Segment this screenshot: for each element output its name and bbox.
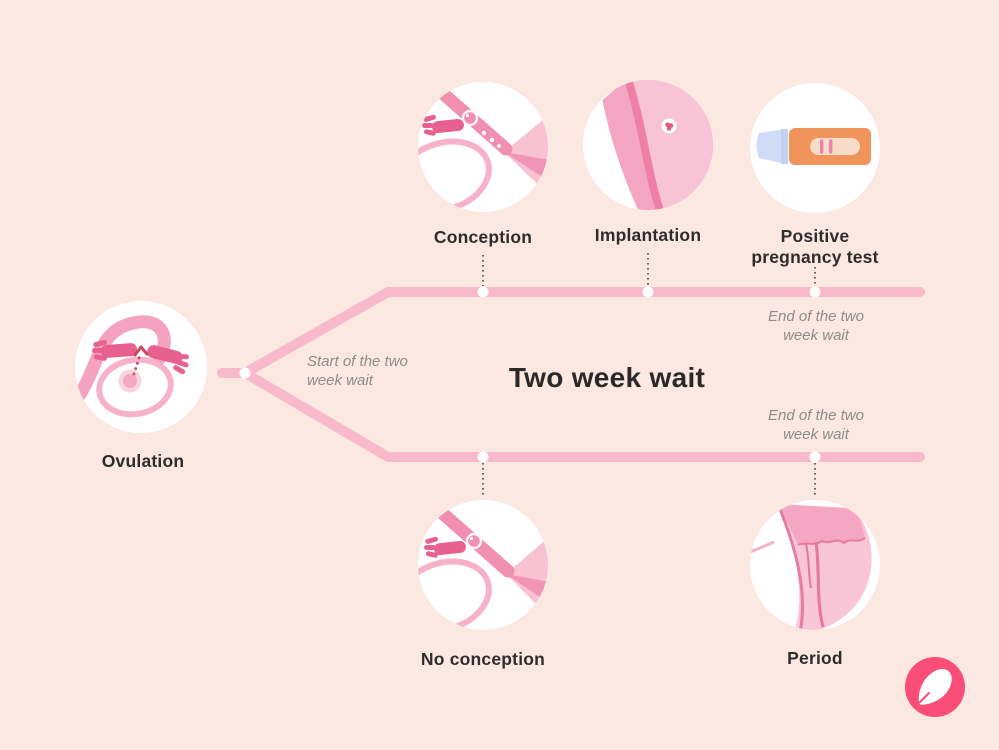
embryo-in-uterine-wall-icon	[583, 80, 713, 210]
start-of-wait-note: Start of the two week wait	[307, 353, 408, 389]
timeline-branch-lines	[217, 287, 925, 462]
end-of-wait-note-top: End of the two week wait	[768, 308, 864, 344]
timeline-milestone-dots	[239, 286, 821, 463]
no-conception-label: No conception	[420, 649, 546, 669]
ovulation-circle	[75, 301, 207, 433]
page-title: Two week wait	[508, 362, 706, 393]
conception-circle	[418, 82, 548, 212]
positive-test-label: Positive pregnancy test	[751, 226, 879, 267]
uterine-lining-shedding-icon	[750, 500, 880, 630]
egg-alone-in-tube-icon	[418, 500, 548, 630]
conception-label: Conception	[433, 227, 533, 247]
period-label: Period	[787, 648, 843, 668]
period-circle	[750, 500, 880, 630]
implantation-label: Implantation	[594, 225, 702, 245]
flo-feather-icon	[905, 657, 965, 717]
positive-test-circle	[750, 83, 880, 213]
ovulation-label: Ovulation	[101, 451, 185, 471]
dotted-connectors	[482, 253, 816, 496]
implantation-circle	[583, 80, 713, 210]
pregnancy-test-two-lines-icon	[750, 83, 880, 213]
no-conception-circle	[418, 500, 548, 630]
ovary-releasing-egg-icon	[75, 301, 207, 433]
end-of-wait-note-bottom: End of the two week wait	[768, 407, 864, 443]
egg-and-sperm-in-tube-icon	[418, 82, 548, 212]
flo-logo	[905, 657, 965, 717]
